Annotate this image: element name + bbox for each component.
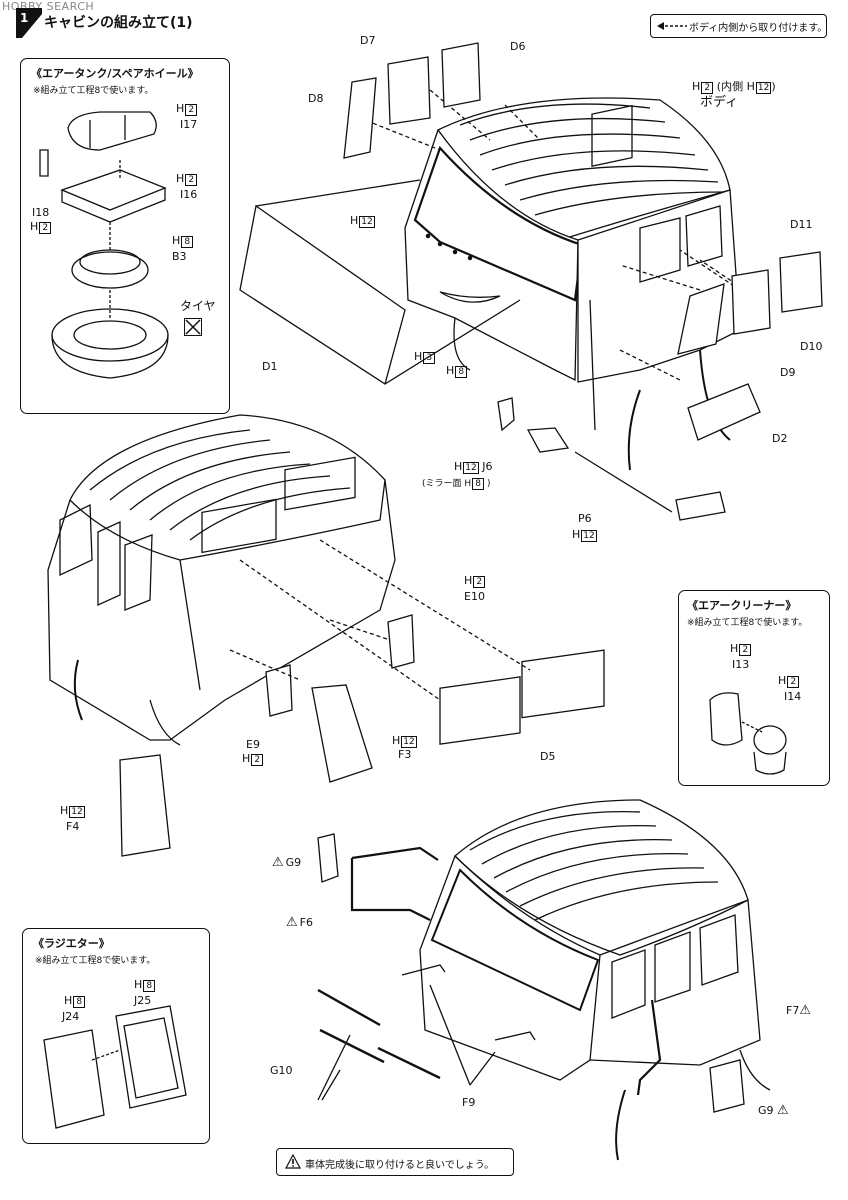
label-i16: I16 — [180, 188, 198, 201]
label-d2: D2 — [772, 432, 788, 445]
label-f3: F3 — [398, 748, 412, 761]
part-d1 — [239, 204, 406, 386]
label-f6: ⚠F6 — [286, 915, 313, 930]
label-d5: D5 — [540, 750, 556, 763]
label-d11: D11 — [790, 218, 813, 231]
air-tank-box-title: 《エアータンク/スペアホイール》 — [31, 67, 199, 80]
legend: ボディ内側から取り付けます。 — [650, 14, 827, 38]
warning-icon — [285, 1154, 301, 1169]
label-i13: I13 — [732, 658, 750, 671]
label-g9-left: ⚠G9 — [272, 855, 302, 870]
label-e9: E9 — [246, 738, 260, 751]
part-d8 — [343, 77, 377, 159]
part-d6 — [441, 42, 481, 108]
warning-icon: ⚠ — [777, 1103, 789, 1118]
part-d10 — [731, 269, 771, 335]
label-d10: D10 — [800, 340, 823, 353]
air-cleaner-box: 《エアークリーナー》 ※組み立て工程8で使います。 — [678, 590, 830, 786]
label-p6: P6 — [578, 512, 592, 525]
warning-icon: ⚠ — [286, 915, 298, 930]
label-f9: F9 — [462, 1096, 476, 1109]
label-d9: D9 — [780, 366, 796, 379]
label-i17: I17 — [180, 118, 198, 131]
label-b3: B3 — [172, 250, 187, 263]
label-i18: I18 — [32, 206, 50, 219]
label-g9-right: G9 ⚠ — [758, 1103, 789, 1118]
label-f4: F4 — [66, 820, 80, 833]
label-d7: D7 — [360, 34, 376, 47]
label-f7: F7⚠ — [786, 1003, 811, 1018]
bottom-cab — [317, 799, 771, 1161]
radiator-box-title: 《ラジエター》 — [33, 937, 110, 950]
legend-text: ボディ内側から取り付けます。 — [689, 23, 828, 34]
radiator-parts — [43, 1005, 187, 1129]
warning-icon: ⚠ — [272, 855, 284, 870]
label-j25: J25 — [134, 994, 152, 1007]
air-tank-parts — [39, 111, 169, 379]
page-title: キャビンの組み立て(1) — [44, 15, 193, 31]
svg-text:1: 1 — [20, 11, 28, 25]
note-box: 車体完成後に取り付けると良いでしょう。 — [276, 1148, 514, 1176]
air-cleaner-parts — [709, 692, 787, 775]
label-d6: D6 — [510, 40, 526, 53]
note-text: 車体完成後に取り付けると良いでしょう。 — [305, 1160, 495, 1171]
part-d9 — [677, 283, 725, 355]
label-e10: E10 — [464, 590, 485, 603]
part-d7 — [387, 56, 431, 125]
label-tire: タイヤ — [180, 299, 216, 313]
radiator-box-note: ※組み立て工程8で使います。 — [35, 956, 156, 966]
label-d1: D1 — [262, 360, 278, 373]
label-g10: G10 — [270, 1064, 293, 1077]
air-tank-box-note: ※組み立て工程8で使います。 — [33, 86, 154, 96]
label-body: ボディ — [700, 95, 739, 110]
air-cleaner-box-note: ※組み立て工程8で使います。 — [687, 618, 808, 628]
label-i14: I14 — [784, 690, 802, 703]
rear-cab — [47, 414, 605, 857]
part-d11 — [779, 251, 823, 313]
warning-icon: ⚠ — [799, 1003, 811, 1018]
label-j24: J24 — [62, 1010, 80, 1023]
dashed-arrow-icon — [657, 22, 687, 30]
no-paint-icon — [184, 318, 202, 336]
part-d2 — [687, 383, 761, 441]
air-cleaner-box-title: 《エアークリーナー》 — [687, 599, 797, 612]
step-badge: 1 — [16, 8, 42, 38]
label-d8: D8 — [308, 92, 324, 105]
